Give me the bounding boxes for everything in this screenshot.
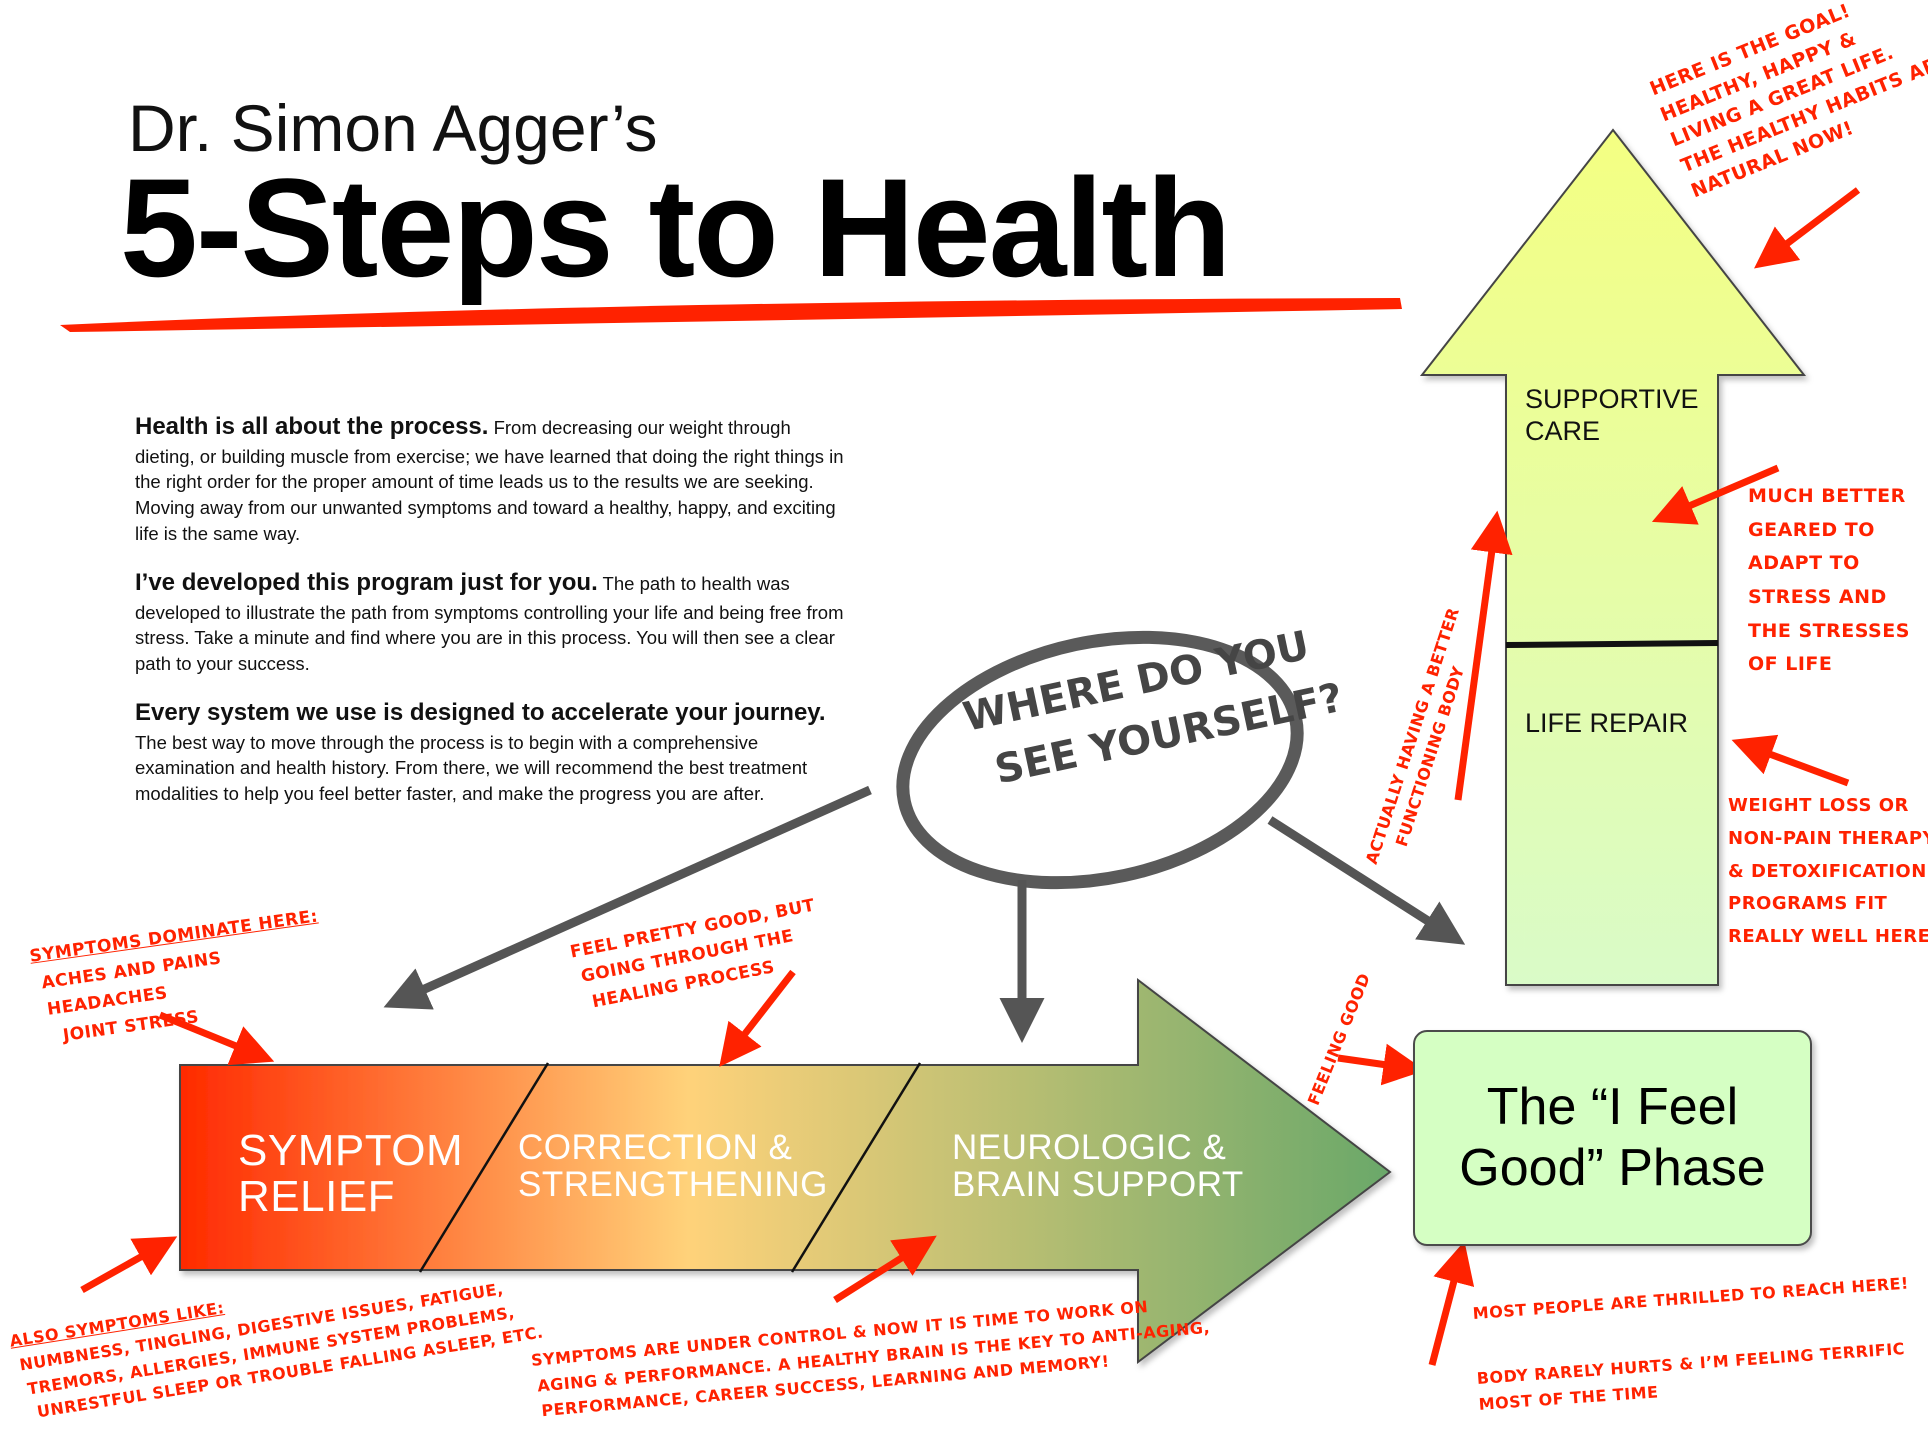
red-arrow-symptoms-dominate: [158, 1011, 275, 1066]
intro-text-2: The path to health was developed to illu…: [135, 573, 844, 675]
red-arrow-thrilled: [1428, 1241, 1475, 1366]
intro-lead-2: I’ve developed this program just for you…: [135, 569, 598, 596]
stage-neurologic: NEUROLOGIC &BRAIN SUPPORT: [952, 1128, 1244, 1204]
vertical-arrow: [1419, 128, 1807, 986]
page-title: 5-Steps to Health: [120, 149, 1232, 306]
intro-paragraph-2: I’ve developed this program just for you…: [135, 566, 845, 677]
stage-divider-1: [418, 1062, 550, 1273]
stage-correction: CORRECTION &STRENGTHENING: [518, 1128, 828, 1204]
red-arrow-feeling-good: [1337, 1043, 1426, 1086]
red-arrow-better-body: [1454, 510, 1513, 801]
pointer-arrow-symptom: [383, 785, 872, 1010]
note-supportive: Much bettergeared toadapt tostress andth…: [1748, 485, 1910, 676]
red-arrow-life-repair: [1731, 734, 1850, 787]
pointer-arrow-column: [1267, 816, 1466, 945]
column-life-repair: LIFE REPAIR: [1525, 708, 1689, 738]
intro-lead-1: Health is all about the process.: [135, 413, 489, 440]
red-arrow-also-symptoms: [80, 1236, 178, 1294]
intro-paragraph-1: Health is all about the process. From de…: [135, 410, 845, 547]
intro-lead-3: Every system we use is designed to accel…: [135, 699, 826, 726]
intro-text-1: From decreasing our weight through dieti…: [135, 417, 844, 545]
progress-arrow: [179, 977, 1392, 1365]
intro-paragraph-3: Every system we use is designed to accel…: [135, 696, 845, 807]
title-underline: [60, 298, 1402, 332]
title-subline: Dr. Simon Agger’s: [128, 91, 658, 165]
red-arrow-under-control: [833, 1235, 937, 1303]
note-life-repair: Weight Loss orNon-Pain Therapy& Detoxifi…: [1728, 795, 1928, 947]
stage-divider-2: [790, 1062, 922, 1273]
intro-text-3: The best way to move through the process…: [135, 731, 808, 805]
red-arrow-supportive: [1651, 464, 1780, 525]
bubble-ellipse: [896, 630, 1304, 890]
red-arrow-feel-pretty-good: [719, 969, 796, 1067]
column-divider: [1505, 640, 1719, 648]
red-arrow-goal: [1754, 187, 1861, 269]
